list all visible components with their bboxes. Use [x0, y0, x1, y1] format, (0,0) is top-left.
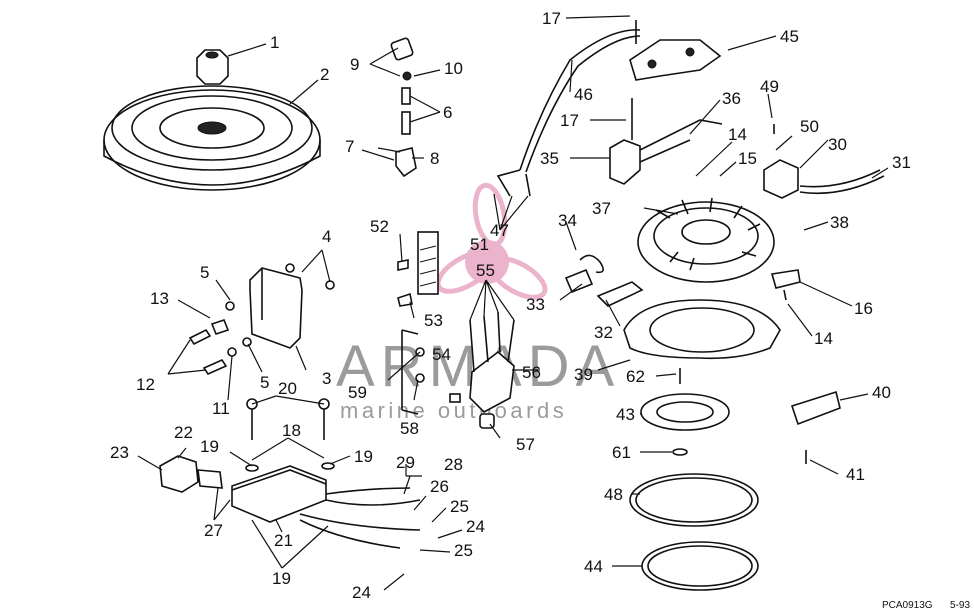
part-connector	[763, 124, 885, 199]
callout-8: 8	[430, 149, 439, 168]
callout-24a: 24	[466, 517, 485, 536]
callout-50: 50	[800, 117, 819, 136]
part-terminal-block	[397, 231, 439, 307]
callout-56: 56	[522, 363, 541, 382]
callout-3: 3	[322, 369, 331, 388]
callout-27: 27	[204, 521, 223, 540]
callout-24b: 24	[352, 583, 371, 602]
part-retaining-ring	[629, 473, 759, 527]
callout-37: 37	[592, 199, 611, 218]
callout-17a: 17	[542, 9, 561, 28]
callout-53: 53	[424, 311, 443, 330]
callout-22: 22	[174, 423, 193, 442]
callout-59: 59	[348, 383, 367, 402]
callout-numbers: 1 2 9 10 6 7 8 4 5 13 12 11 5 3 52 53 51…	[110, 9, 911, 602]
part-bearing-washer	[640, 368, 730, 456]
part-retainer	[790, 390, 841, 464]
callout-25b: 25	[454, 541, 473, 560]
callout-40: 40	[872, 383, 891, 402]
figure-code: PCA0913G	[882, 600, 933, 611]
part-clip	[770, 269, 801, 301]
callout-15: 15	[738, 149, 757, 168]
callout-28: 28	[444, 455, 463, 474]
callout-5a: 5	[200, 263, 209, 282]
callout-1: 1	[270, 33, 279, 52]
callout-34: 34	[558, 211, 577, 230]
callout-18: 18	[282, 421, 301, 440]
part-wire-harness	[496, 29, 641, 197]
callout-35: 35	[540, 149, 559, 168]
callout-43: 43	[616, 405, 635, 424]
callout-54: 54	[432, 345, 451, 364]
callout-19a: 19	[200, 437, 219, 456]
callout-51: 51	[470, 235, 489, 254]
callout-38: 38	[830, 213, 849, 232]
callout-9: 9	[350, 55, 359, 74]
callout-7: 7	[345, 137, 354, 156]
part-power-pack	[231, 465, 421, 549]
callout-61: 61	[612, 443, 631, 462]
callout-12: 12	[136, 375, 155, 394]
leader-lines	[137, 15, 889, 591]
part-armature-plate	[623, 299, 781, 360]
part-coil-screws	[188, 319, 237, 376]
callout-31: 31	[892, 153, 911, 172]
callout-49: 49	[760, 77, 779, 96]
part-flywheel-nut	[196, 49, 229, 85]
callout-39: 39	[574, 365, 593, 384]
part-throttle-bracket	[609, 98, 723, 185]
callout-25a: 25	[450, 497, 469, 516]
callout-33: 33	[526, 295, 545, 314]
callout-52: 52	[370, 217, 389, 236]
callout-58: 58	[400, 419, 419, 438]
callout-46: 46	[574, 85, 593, 104]
callout-36: 36	[722, 89, 741, 108]
part-ignition-coil	[225, 263, 335, 349]
callout-14a: 14	[728, 125, 747, 144]
callout-21: 21	[274, 531, 293, 550]
propeller-emblem	[435, 182, 548, 300]
callout-41: 41	[846, 465, 865, 484]
part-timer-base	[629, 20, 722, 81]
callout-14b: 14	[814, 329, 833, 348]
callout-44: 44	[584, 557, 603, 576]
callout-26: 26	[430, 477, 449, 496]
part-hoses-spring	[564, 254, 644, 307]
callout-45: 45	[780, 27, 799, 46]
part-power-pack-screws	[245, 398, 335, 472]
callout-23: 23	[110, 443, 129, 462]
callout-32: 32	[594, 323, 613, 342]
callout-2: 2	[320, 65, 329, 84]
callout-16: 16	[854, 299, 873, 318]
callout-30: 30	[828, 135, 847, 154]
callout-47: 47	[490, 221, 509, 240]
callout-17b: 17	[560, 111, 579, 130]
callout-13: 13	[150, 289, 169, 308]
callout-20: 20	[278, 379, 297, 398]
part-spark-plug-boots	[390, 37, 417, 178]
callout-10: 10	[444, 59, 463, 78]
callout-19c: 19	[272, 569, 291, 588]
callout-11: 11	[212, 399, 230, 418]
part-connector-plug	[159, 455, 223, 493]
figure-date: 5-93	[950, 600, 970, 611]
callout-48: 48	[604, 485, 623, 504]
callout-55: 55	[476, 261, 495, 280]
part-flywheel	[103, 85, 321, 191]
callout-4: 4	[322, 227, 331, 246]
part-o-ring	[641, 541, 759, 591]
callout-6: 6	[443, 103, 452, 122]
callout-19b: 19	[354, 447, 373, 466]
callout-62: 62	[626, 367, 645, 386]
callout-5b: 5	[260, 373, 269, 392]
callout-57: 57	[516, 435, 535, 454]
callout-29: 29	[396, 453, 415, 472]
part-stator	[637, 197, 775, 283]
